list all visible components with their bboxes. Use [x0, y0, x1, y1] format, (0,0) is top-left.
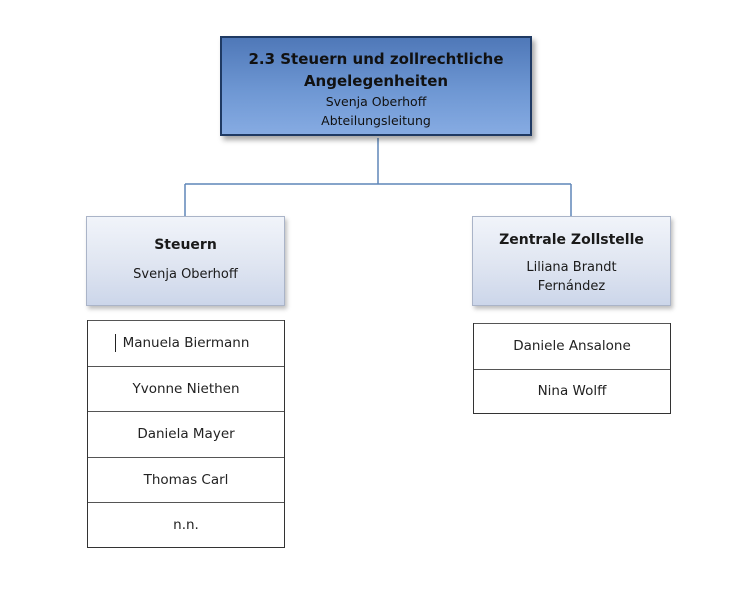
- text-cursor: [115, 334, 116, 352]
- unit-lead: Liliana Brandt Fernández: [526, 260, 617, 294]
- member-cell: Daniele Ansalone: [474, 323, 670, 369]
- unit-box-zentrale-zollstelle: Zentrale Zollstelle Liliana Brandt Ferná…: [472, 216, 671, 306]
- unit-title: Steuern: [154, 237, 217, 253]
- department-head-role: Abteilungsleitung: [321, 113, 431, 128]
- member-cell: Manuela Biermann: [88, 320, 284, 366]
- department-head-name: Svenja Oberhoff: [325, 94, 427, 109]
- member-cell: n.n.: [88, 502, 284, 548]
- member-cell: Nina Wolff: [474, 368, 670, 415]
- member-cell: Daniela Mayer: [88, 411, 284, 457]
- unit-lead: Svenja Oberhoff: [133, 267, 238, 282]
- department-head-box: 2.3 Steuern und zollrechtliche Angelegen…: [220, 36, 532, 136]
- unit-box-steuern: Steuern Svenja Oberhoff: [86, 216, 285, 306]
- member-cell: Thomas Carl: [88, 456, 284, 503]
- member-list-steuern: Manuela Biermann Yvonne Niethen Daniela …: [87, 320, 285, 548]
- unit-title: Zentrale Zollstelle: [499, 232, 644, 248]
- member-cell: Yvonne Niethen: [88, 365, 284, 412]
- department-title: 2.3 Steuern und zollrechtliche Angelegen…: [248, 50, 504, 90]
- member-list-zentrale-zollstelle: Daniele Ansalone Nina Wolff: [473, 323, 671, 415]
